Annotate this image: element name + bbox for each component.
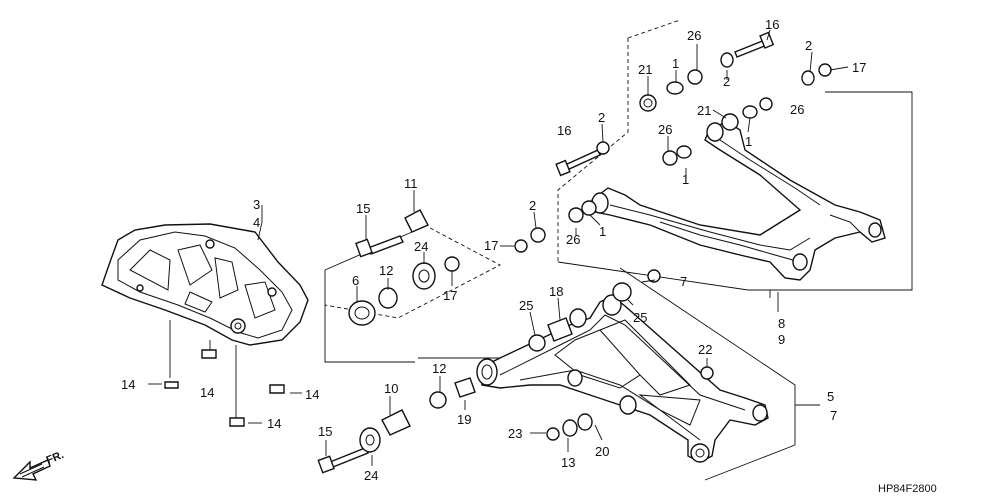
skid-plate <box>101 223 309 346</box>
callout-6: 6 <box>352 273 359 288</box>
callout-2: 2 <box>529 198 536 213</box>
callout-17: 17 <box>443 288 457 303</box>
callout-25: 25 <box>633 310 647 325</box>
leader-lines <box>148 29 849 466</box>
callout-12: 12 <box>432 361 446 376</box>
callouts: 16 26 2 2 17 21 1 21 26 1 16 2 26 1 2 17… <box>121 17 866 483</box>
callout-9: 9 <box>778 332 785 347</box>
diagram-code: HP84F2800 <box>878 483 937 495</box>
callout-20: 20 <box>595 444 609 459</box>
callout-26: 26 <box>658 122 672 137</box>
callout-3: 3 <box>253 197 260 212</box>
callout-1: 1 <box>672 56 679 71</box>
callout-25: 25 <box>519 298 533 313</box>
callout-10: 10 <box>384 381 398 396</box>
callout-17: 17 <box>484 238 498 253</box>
callout-13: 13 <box>561 455 575 470</box>
callout-1: 1 <box>745 134 752 149</box>
callout-26: 26 <box>790 102 804 117</box>
callout-2: 2 <box>723 74 730 89</box>
callout-11: 11 <box>404 176 418 191</box>
callout-18: 18 <box>549 284 563 299</box>
callout-8: 8 <box>778 316 785 331</box>
hardware <box>164 31 832 474</box>
front-label: FR. <box>45 449 66 467</box>
callout-24: 24 <box>414 239 428 254</box>
callout-4: 4 <box>253 215 260 230</box>
callout-19: 19 <box>457 412 471 427</box>
callout-16: 16 <box>557 123 571 138</box>
callout-14: 14 <box>200 385 214 400</box>
callout-7: 7 <box>830 408 837 423</box>
callout-24: 24 <box>364 468 378 483</box>
callout-15: 15 <box>318 424 332 439</box>
callout-23: 23 <box>508 426 522 441</box>
callout-2: 2 <box>598 110 605 125</box>
callout-21: 21 <box>697 103 711 118</box>
callout-14: 14 <box>267 416 281 431</box>
upper-arm <box>591 121 886 281</box>
callout-14: 14 <box>305 387 319 402</box>
callout-14: 14 <box>121 377 135 392</box>
front-direction-arrow: FR. <box>12 449 66 481</box>
callout-5: 5 <box>827 389 834 404</box>
callout-12: 12 <box>379 263 393 278</box>
callout-2: 2 <box>805 38 812 53</box>
callout-22: 22 <box>698 342 712 357</box>
callout-1: 1 <box>682 172 689 187</box>
callout-26: 26 <box>566 232 580 247</box>
callout-26: 26 <box>687 28 701 43</box>
callout-7: 7 <box>680 274 687 289</box>
callout-17: 17 <box>852 60 866 75</box>
callout-16: 16 <box>765 17 779 32</box>
callout-1: 1 <box>599 224 606 239</box>
callout-21: 21 <box>638 62 652 77</box>
callout-15: 15 <box>356 201 370 216</box>
